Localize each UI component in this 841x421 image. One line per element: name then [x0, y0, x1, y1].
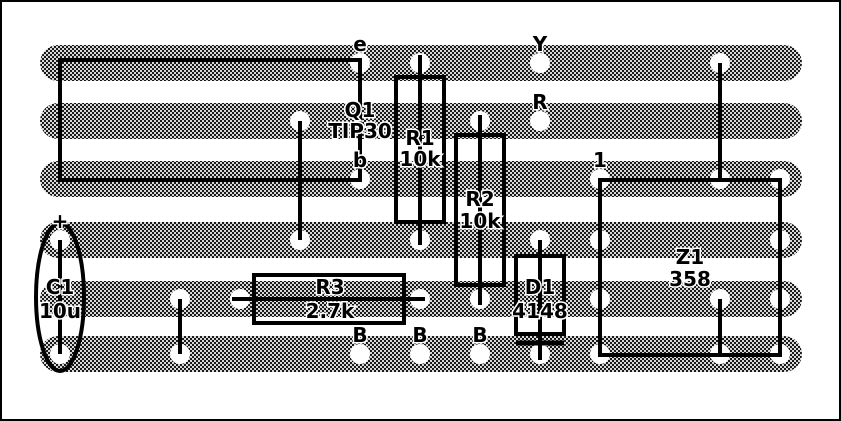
r1-value-label: 10k [399, 147, 441, 171]
pin-label-1: 1 [593, 148, 607, 172]
r3-value-label: 2.7k [306, 299, 355, 323]
r1-resistor [394, 55, 446, 245]
q1-outline [58, 58, 362, 182]
labels: e b Y R 1 B B B + Q1 TIP30 R1 10k R2 10k… [37, 31, 712, 349]
pin-label-b1: B [352, 323, 367, 347]
pin-label-b3: B [472, 323, 487, 347]
pin-label-r: R [532, 90, 547, 114]
r3-resistor [232, 273, 425, 325]
r1-ref-label: R1 [405, 126, 434, 150]
z1-ic-outline [598, 178, 782, 357]
pin-label-e: e [353, 32, 367, 56]
q1-value-label: TIP30 [328, 119, 392, 143]
pin-label-b2: B [412, 323, 427, 347]
c1-plus-sign: + [52, 209, 69, 233]
pad-hole [410, 344, 430, 364]
c1-ref-label: C1 [46, 275, 75, 299]
r2-value-label: 10k [459, 209, 501, 233]
pin-label-b: b [353, 148, 367, 172]
r2-resistor [454, 115, 506, 305]
c1-body [34, 221, 86, 373]
c1-capacitor [34, 221, 86, 373]
pad-hole [530, 111, 550, 131]
pad-hole [350, 344, 370, 364]
z1-value-label: 358 [669, 267, 711, 291]
r3-ref-label: R3 [315, 275, 344, 299]
c1-value-label: 10u [39, 299, 81, 323]
wire-links [178, 63, 722, 354]
pin-label-y: Y [532, 32, 548, 56]
z1-ref-label: Z1 [676, 245, 704, 269]
d1-ref-label: D1 [525, 275, 556, 299]
q1-ref-label: Q1 [345, 98, 376, 122]
d1-diode [514, 240, 566, 360]
d1-value-label: 4148 [512, 299, 568, 323]
pad-hole [470, 344, 490, 364]
r2-ref-label: R2 [465, 187, 494, 211]
pad-hole [530, 53, 550, 73]
